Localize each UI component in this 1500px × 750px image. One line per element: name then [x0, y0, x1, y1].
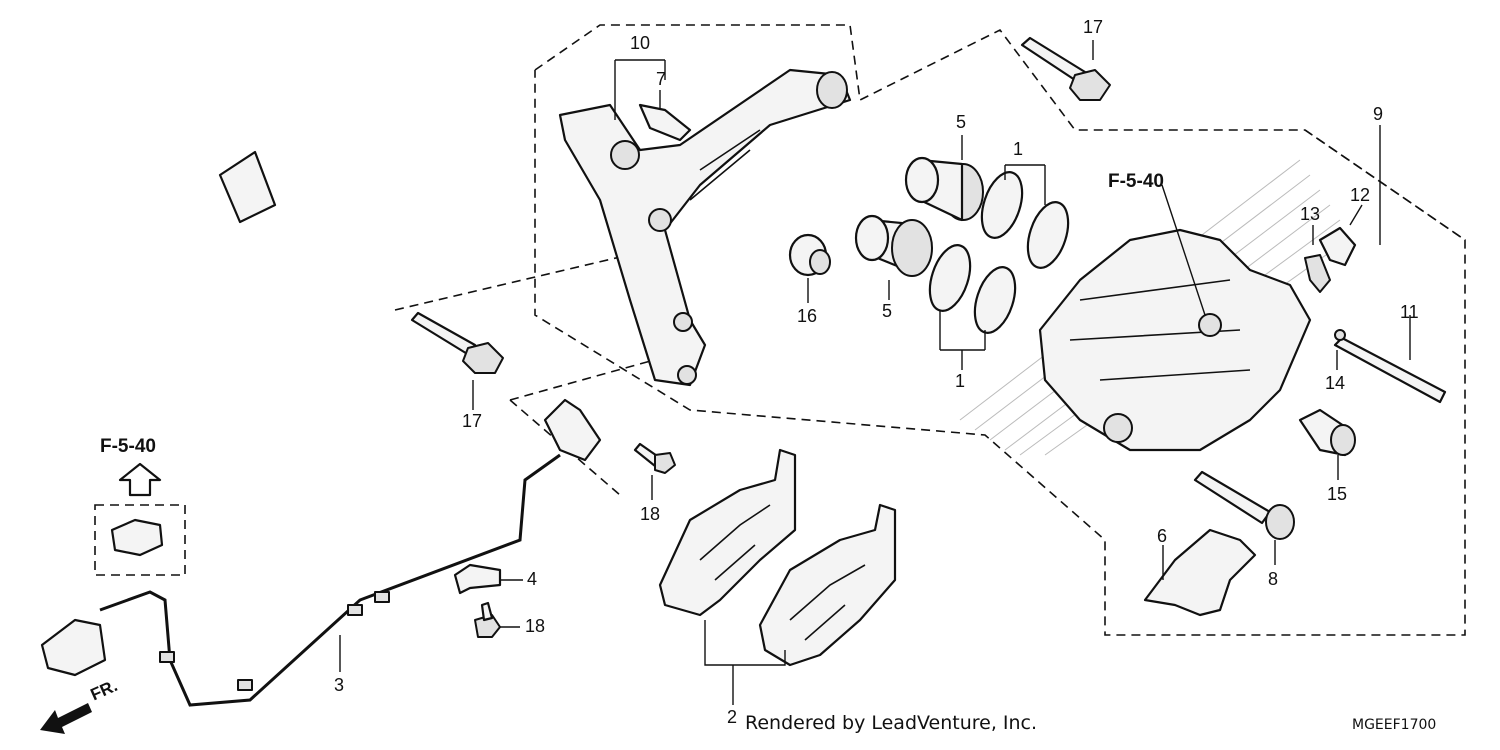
callout-14: 14 — [1325, 373, 1346, 393]
ref-f-5-40-clip: F-5-40 — [100, 436, 156, 457]
pad-pin — [1333, 329, 1447, 404]
caliper-group-outline — [1304, 129, 1466, 241]
bolt-guide-line — [394, 249, 651, 311]
sensor-bolt-lower — [474, 601, 501, 638]
callout-5-lower: 5 — [882, 301, 893, 321]
diagram-code: MGEEF1700 — [1352, 717, 1437, 733]
callout-15: 15 — [1327, 484, 1348, 504]
callout-8: 8 — [1268, 569, 1279, 589]
watermark-text: Rendered by LeadVenture, Inc. — [745, 712, 1038, 734]
pad-pin-plug — [1298, 408, 1356, 457]
callout-17-top: 17 — [1083, 17, 1104, 37]
wheel-speed-sensor — [40, 398, 602, 707]
sensor-bolt-upper — [633, 442, 676, 474]
bleeder-valve — [1318, 226, 1357, 267]
sensor-guide-line-2 — [509, 399, 621, 496]
clamp-inset-outline — [94, 504, 186, 576]
callout-17-left: 17 — [462, 411, 483, 431]
piston-lower — [854, 214, 933, 277]
callout-1-lower: 1 — [955, 371, 966, 391]
callout-1-upper: 1 — [1013, 139, 1024, 159]
callout-11: 11 — [1400, 302, 1419, 322]
fr-arrow-icon — [40, 703, 92, 734]
leader-lines — [339, 40, 1411, 705]
caliper-bolt-left — [410, 311, 504, 374]
wire-clip — [110, 518, 164, 557]
callout-6: 6 — [1157, 526, 1168, 546]
callout-10: 10 — [630, 33, 651, 53]
callout-13: 13 — [1300, 204, 1321, 224]
callout-9: 9 — [1373, 104, 1384, 124]
callout-7: 7 — [656, 69, 667, 89]
callout-16: 16 — [797, 306, 818, 326]
callout-18-upper: 18 — [640, 504, 661, 524]
sensor-clamp — [453, 563, 502, 595]
callout-5-upper: 5 — [956, 112, 967, 132]
brake-pad-rear — [758, 503, 897, 667]
callout-2: 2 — [727, 707, 738, 727]
piston-upper — [218, 150, 984, 224]
piston-seals — [928, 171, 1070, 334]
callout-4: 4 — [527, 569, 538, 589]
callout-18-lower: 18 — [525, 616, 546, 636]
pad-spring — [1143, 528, 1257, 617]
caliper-bolt-top — [1020, 36, 1111, 101]
caliper-body — [1038, 228, 1312, 452]
bracket-group-outline — [534, 24, 1466, 636]
brake-pad-front — [658, 448, 797, 617]
slide-pin — [1193, 470, 1295, 540]
callout-3: 3 — [334, 675, 345, 695]
caliper-bracket — [558, 68, 852, 387]
ref-f-5-40-caliper: F-5-40 — [1108, 171, 1164, 192]
bleeder-cap — [1304, 254, 1331, 293]
pin-boot — [788, 233, 831, 277]
pad-spring-clip — [638, 103, 692, 142]
up-arrow-icon — [118, 462, 162, 497]
callout-12: 12 — [1350, 185, 1371, 205]
